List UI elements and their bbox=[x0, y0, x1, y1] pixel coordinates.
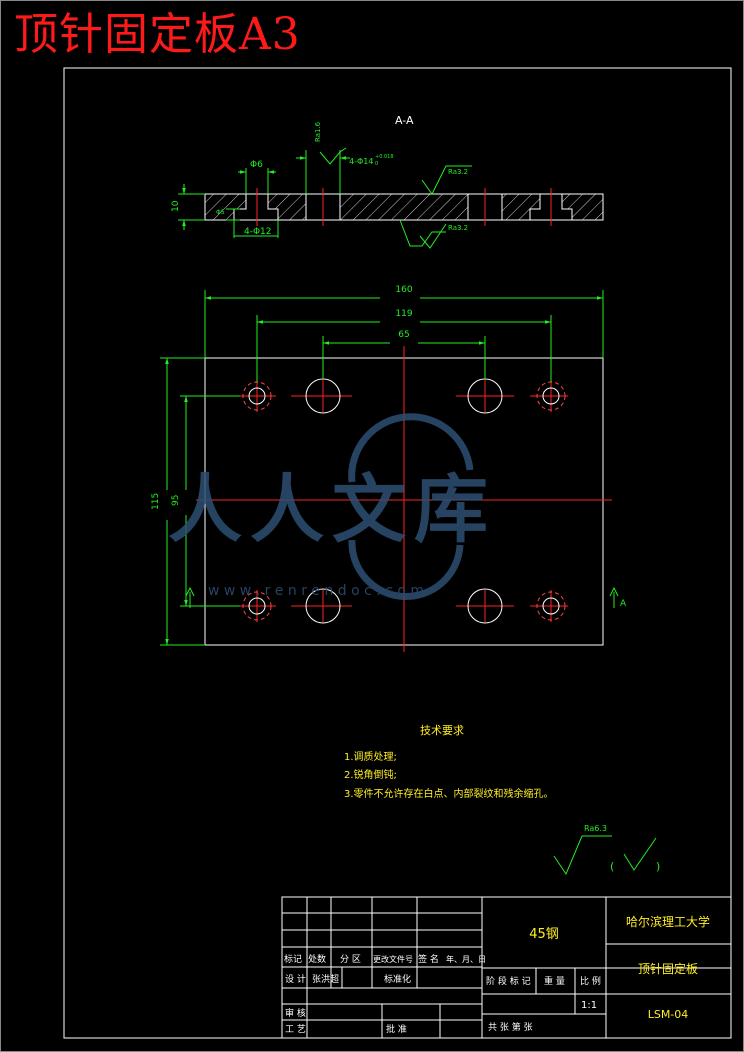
general-roughness: Ra6.3 ( ) bbox=[553, 824, 660, 876]
tech-req-item-2: 2.锐角倒钝; bbox=[344, 768, 397, 781]
tb-mark: 标记 bbox=[284, 953, 302, 965]
watermark-text: 人人文库 bbox=[168, 467, 496, 553]
sheet-title: 顶针固定板A3 bbox=[14, 9, 301, 60]
tech-req-item-1: 1.调质处理; bbox=[344, 751, 397, 763]
pin-span-dim: 119 bbox=[395, 309, 412, 319]
tb-approve-label: 批 准 bbox=[386, 1023, 407, 1035]
rough-a-label: Ra3.2 bbox=[448, 168, 468, 176]
tb-stage-label: 阶 段 标 记 bbox=[486, 975, 531, 987]
rough-top-label: Ra1.6 bbox=[314, 121, 322, 142]
watermark: 人人文库 w w w . r e n r e n d o c . c o m bbox=[168, 413, 496, 600]
tb-designer-name: 张洪超 bbox=[312, 973, 339, 985]
thickness-label: 10 bbox=[171, 200, 181, 212]
inner-span-dim: 65 bbox=[398, 330, 409, 340]
counterbore-pattern-label: 4-Φ12 bbox=[244, 227, 272, 237]
section-view: A-A Φ6 4-Φ14 +0.018 0 Ra1.6 bbox=[171, 114, 604, 249]
svg-text:): ) bbox=[656, 860, 660, 873]
tb-school: 哈尔滨理工大学 bbox=[626, 914, 710, 929]
tb-scale-value: 1:1 bbox=[581, 1000, 597, 1011]
tb-signature: 签 名 bbox=[418, 953, 439, 965]
tech-req-title: 技术要求 bbox=[420, 724, 464, 737]
tb-zone: 分 区 bbox=[340, 954, 361, 965]
tb-part-name: 顶针固定板 bbox=[638, 961, 698, 976]
tb-sheets-label: 共 张 第 张 bbox=[488, 1021, 533, 1033]
technical-requirements: 技术要求 1.调质处理; 2.锐角倒钝; 3.零件不允许存在白点、内部裂纹和残余… bbox=[344, 724, 554, 800]
tb-weight-label: 重 量 bbox=[544, 975, 565, 987]
tb-designer-label: 设 计 bbox=[285, 973, 306, 985]
head-depth-label: Φ5 bbox=[216, 209, 225, 216]
tb-check-label: 审 核 bbox=[285, 1007, 306, 1019]
tb-drawing-no: LSM-04 bbox=[648, 1008, 689, 1021]
tb-count: 处数 bbox=[308, 953, 326, 965]
inner-height-dim: 95 bbox=[171, 495, 181, 506]
tb-process-label: 工 艺 bbox=[285, 1024, 306, 1035]
title-block bbox=[281, 896, 732, 1039]
general-roughness-label: Ra6.3 bbox=[584, 824, 607, 833]
counterbore-dia-label: Φ6 bbox=[250, 160, 263, 170]
hole-pattern-label: 4-Φ14 bbox=[349, 157, 373, 166]
tb-scale-label: 比 例 bbox=[580, 975, 601, 987]
watermark-url: w w w . r e n r e n d o c . c o m bbox=[208, 583, 424, 599]
overall-height-dim: 115 bbox=[151, 493, 161, 510]
tech-req-item-3: 3.零件不允许存在白点、内部裂纹和残余缩孔。 bbox=[344, 787, 554, 800]
svg-text:(: ( bbox=[610, 860, 614, 873]
rough-b-label: Ra3.2 bbox=[448, 224, 468, 232]
hole-tol-lower: 0 bbox=[375, 161, 378, 167]
tb-material: 45钢 bbox=[529, 927, 559, 942]
tb-change-doc: 更改文件号 bbox=[373, 954, 413, 964]
tb-date: 年、月、日 bbox=[446, 954, 486, 964]
plan-view: 160 119 65 115 95 A bbox=[151, 285, 627, 652]
title-block-text: 标记 处数 分 区 更改文件号 签 名 年、月、日 设 计 张洪超 标准化 审 … bbox=[284, 914, 710, 1035]
hole-tol-upper: +0.018 bbox=[375, 154, 394, 160]
overall-width-dim: 160 bbox=[395, 285, 412, 295]
tb-standard-label: 标准化 bbox=[384, 973, 411, 985]
section-marker-right: A bbox=[620, 599, 627, 609]
section-label: A-A bbox=[395, 114, 414, 127]
